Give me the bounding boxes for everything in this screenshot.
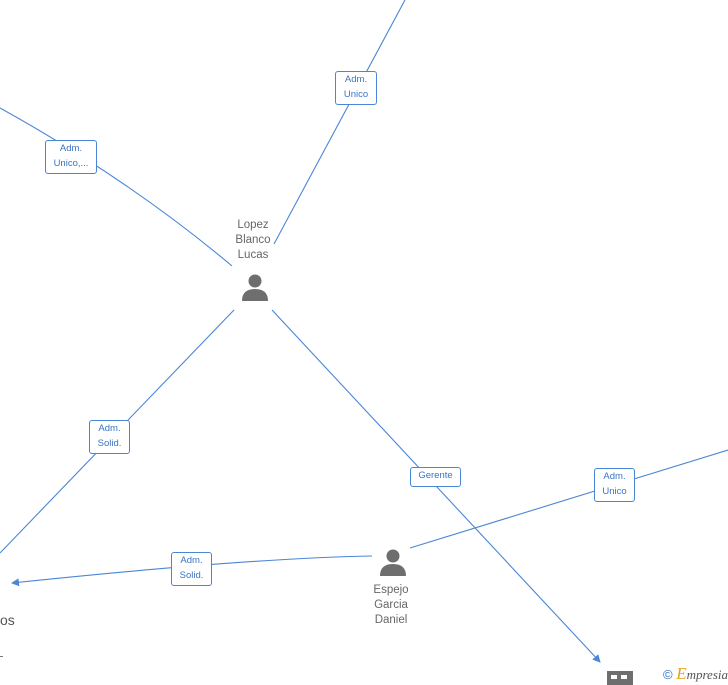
person-name-line: Espejo bbox=[373, 584, 409, 596]
person-name[interactable]: Espejo Garcia Daniel bbox=[360, 583, 422, 628]
relation-label-line: Gerente bbox=[418, 470, 453, 481]
relation-label-line: Unico bbox=[602, 486, 627, 497]
relation-label-line: Adm. bbox=[344, 74, 368, 85]
relation-label[interactable]: Adm. Unico bbox=[594, 468, 635, 502]
brand-logo-initial: E bbox=[676, 664, 687, 683]
building-icon[interactable] bbox=[607, 671, 633, 685]
relation-label-line: Solid. bbox=[179, 570, 204, 581]
divider-mark bbox=[0, 656, 3, 657]
person-name-line: Daniel bbox=[374, 614, 408, 626]
relation-label[interactable]: Gerente bbox=[410, 467, 461, 487]
relation-label[interactable]: Adm. Unico,... bbox=[45, 140, 97, 174]
person-name-line: Garcia bbox=[374, 599, 408, 611]
relation-label-line: Adm. bbox=[180, 555, 203, 566]
relation-label-line: Unico,... bbox=[53, 158, 89, 169]
company-name-partial[interactable]: os bbox=[0, 612, 15, 628]
edge-espejo-to-right bbox=[409, 449, 728, 549]
person-name-line: Lucas bbox=[237, 249, 269, 261]
relation-label-line: Unico bbox=[343, 89, 369, 100]
relation-label[interactable]: Adm. Solid. bbox=[89, 420, 130, 454]
relation-label-line: Adm. bbox=[98, 423, 121, 434]
relation-label-line: Solid. bbox=[97, 438, 122, 449]
copyright-symbol: © bbox=[662, 667, 673, 682]
watermark: © Empresia bbox=[663, 664, 728, 684]
person-name[interactable]: Lopez Blanco Lucas bbox=[222, 218, 284, 263]
edge-lopez-to-left bbox=[0, 107, 233, 267]
relation-label[interactable]: Adm. Solid. bbox=[171, 552, 212, 586]
relation-label-line: Adm. bbox=[59, 143, 83, 154]
person-name-line: Lopez bbox=[237, 219, 269, 231]
brand-logo-text: mpresia bbox=[686, 667, 728, 682]
relation-label-line: Adm. bbox=[603, 471, 626, 482]
edge-lopez-to-top bbox=[273, 0, 406, 245]
person-name-line: Blanco bbox=[235, 234, 271, 246]
person-icon[interactable] bbox=[240, 273, 270, 301]
edge-espejo-to-left bbox=[11, 555, 373, 587]
person-icon[interactable] bbox=[378, 548, 408, 576]
relation-label[interactable]: Adm. Unico bbox=[335, 71, 377, 105]
